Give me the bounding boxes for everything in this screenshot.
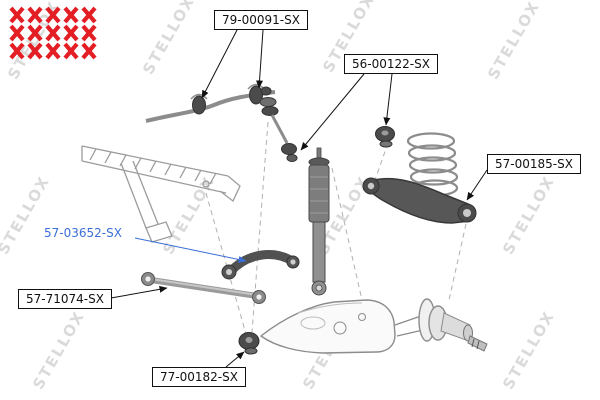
leader-57-03652 [134,237,247,263]
stabilizer-bushing-right [249,85,263,105]
stabilizer-bushing-left [192,95,206,115]
subframe [81,145,241,243]
tie-rod [141,272,266,304]
logo-x-pattern [9,6,97,60]
trailing-arm [238,299,396,355]
leader-79-00091-right [256,29,264,89]
leader-56-00122-long [300,73,365,151]
wheel-hub [394,298,488,352]
leader-79-00091-left [201,29,238,99]
leader-57-00185 [466,169,488,201]
part-label-57-71074-sx[interactable]: 57-71074-SX [18,289,112,309]
part-label-57-03652-sx[interactable]: 57-03652-SX [44,226,122,240]
lateral-arm [221,250,300,280]
leader-lines [110,29,488,368]
leader-57-71074 [110,285,168,299]
part-label-79-00091-sx[interactable]: 79-00091-SX [214,10,308,30]
mount-bushing [375,126,395,148]
shock-absorber [308,147,330,296]
link-lower-bushing [281,143,297,155]
part-label-77-00182-sx[interactable]: 77-00182-SX [152,367,246,387]
part-label-56-00122-sx[interactable]: 56-00122-SX [344,54,438,74]
part-label-57-00185-sx[interactable]: 57-00185-SX [487,154,581,174]
leader-77-00182 [225,351,245,368]
upper-control-arm [362,177,477,224]
leader-56-00122-short [383,73,393,126]
stabilizer-link [259,86,298,162]
stabilizer-bar [145,83,276,123]
stellox-logo [9,6,97,60]
